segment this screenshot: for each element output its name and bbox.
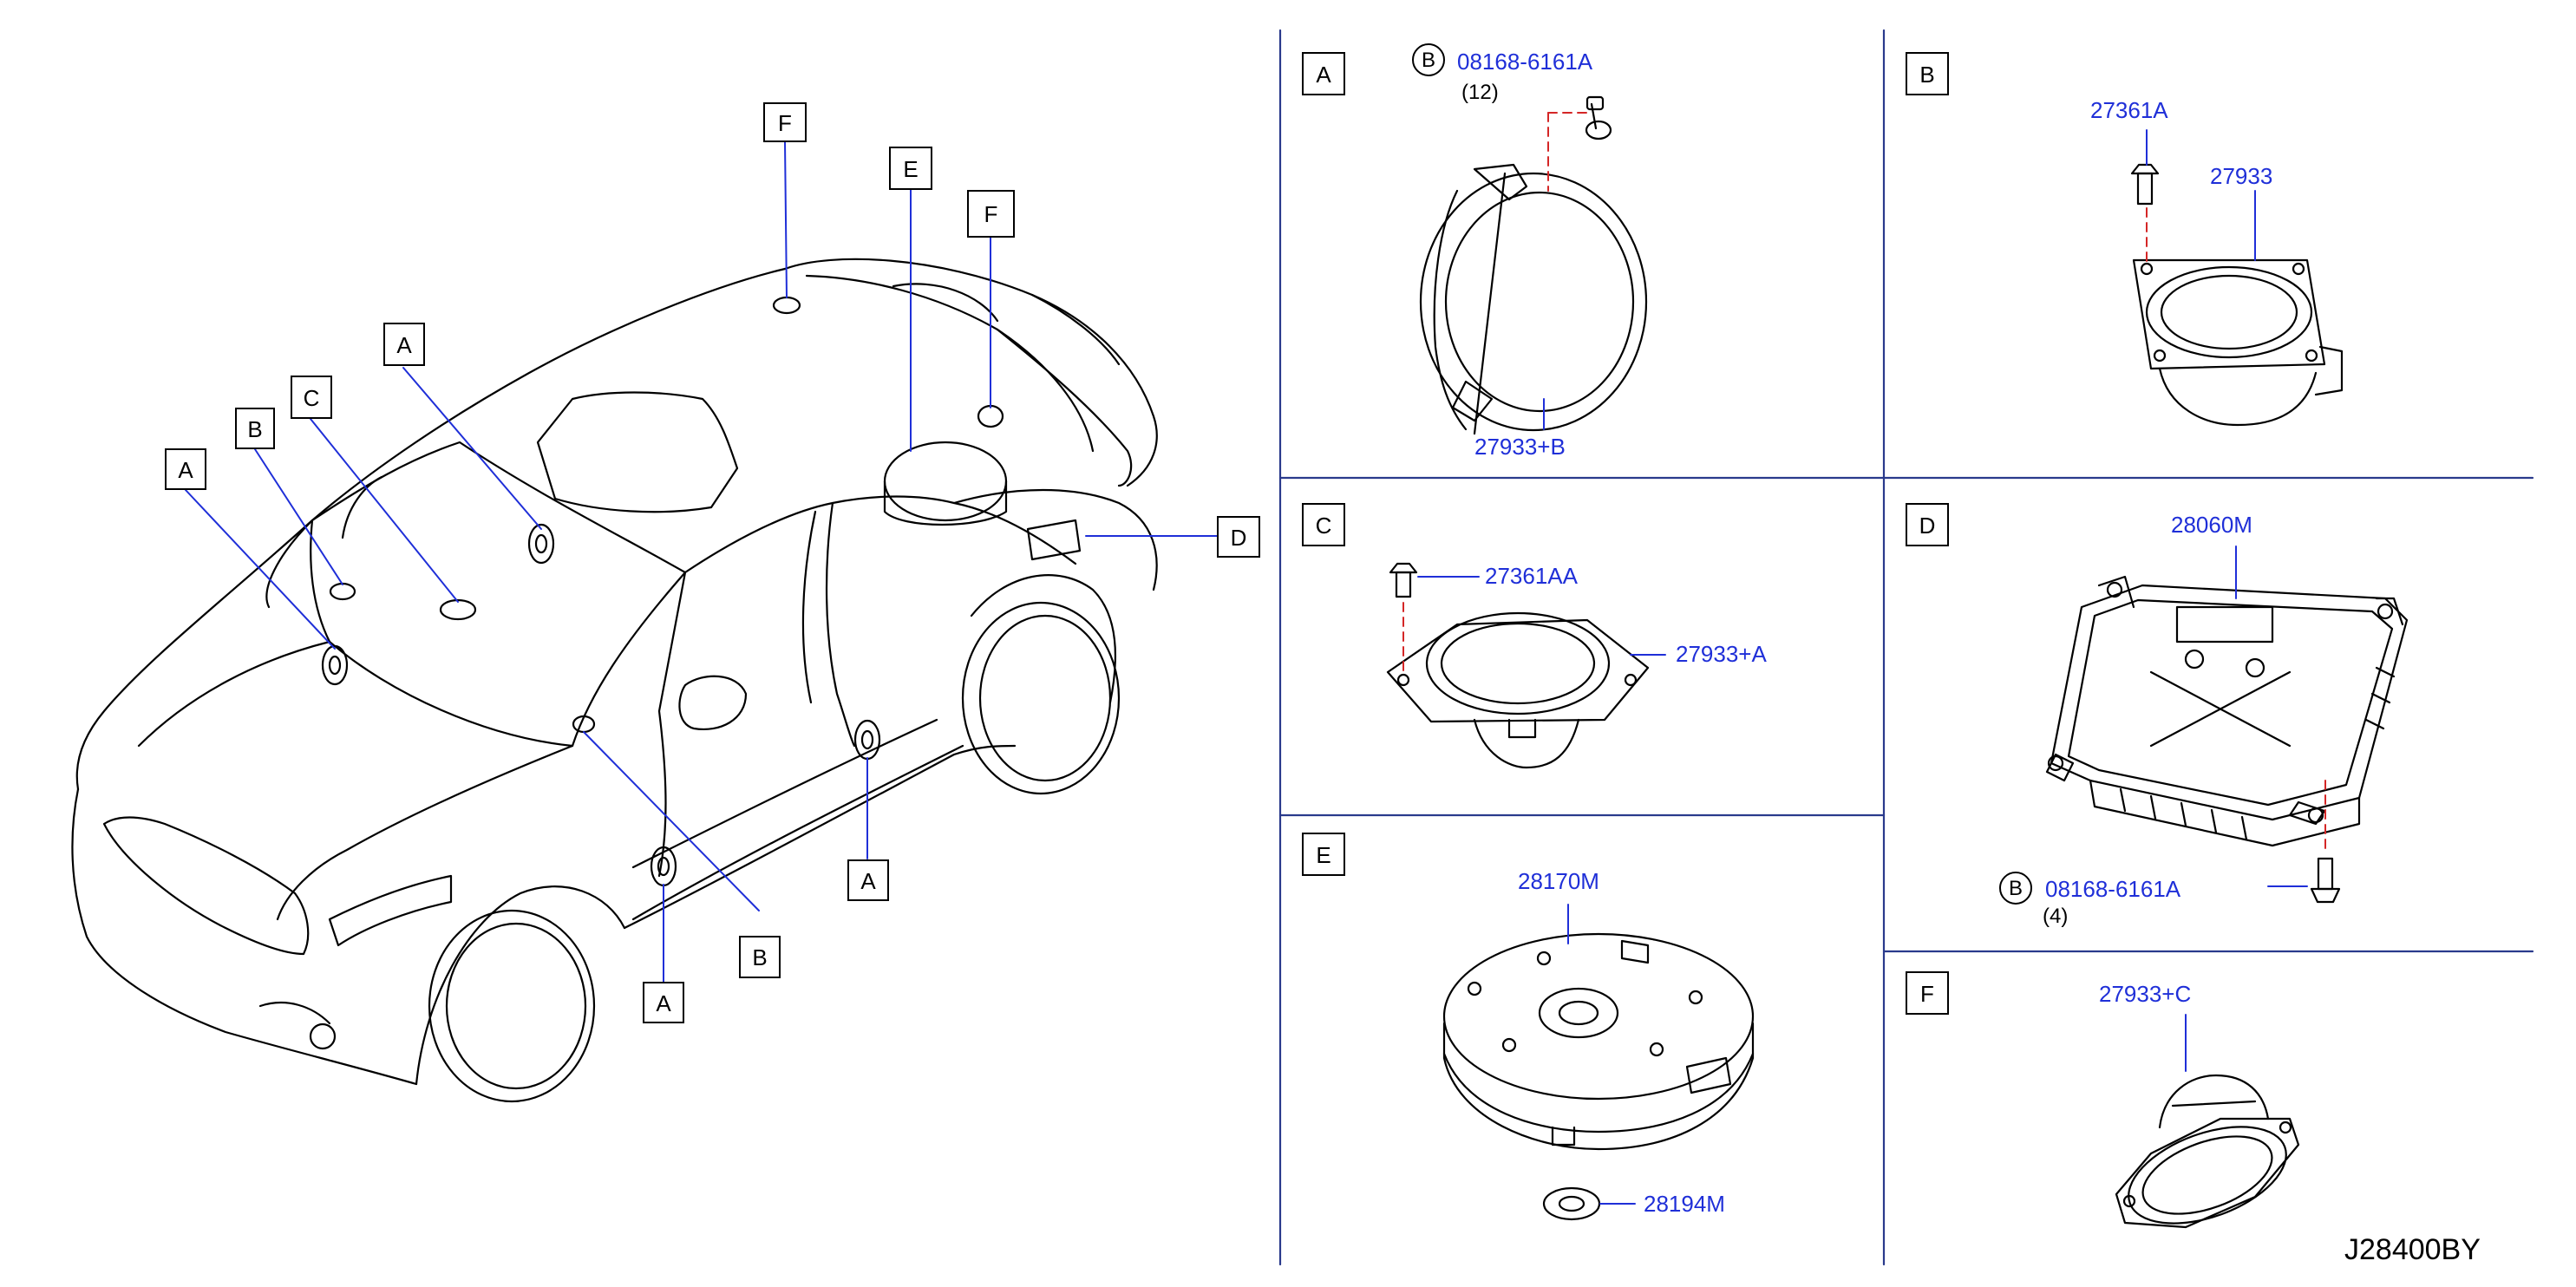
panel-f-speaker-part-number: 27933+C bbox=[2099, 981, 2192, 1007]
panel-d-bolt-part-number: 08168-6161A bbox=[2045, 876, 2181, 902]
callout-car-a-2: A bbox=[165, 448, 206, 490]
callout-car-a-3: A bbox=[847, 859, 889, 901]
panel-d-bolt-quantity: (4) bbox=[2043, 905, 2069, 928]
car-leader-lines bbox=[185, 140, 1218, 983]
amplifier-d-drawing bbox=[2045, 575, 2409, 904]
panel-a-title: A bbox=[1302, 52, 1345, 95]
panel-d-title: D bbox=[1906, 503, 1949, 546]
panel-d-bolt-ref-circle: B bbox=[1999, 872, 2032, 905]
speaker-c-drawing bbox=[1386, 562, 1650, 769]
panel-c-screw-part-number: 27361AA bbox=[1485, 563, 1578, 589]
panel-b-speaker-part-number: 27933 bbox=[2210, 163, 2273, 189]
panel-b-screw-part-number: 27361A bbox=[2090, 97, 2168, 123]
callout-car-e: E bbox=[889, 147, 932, 190]
panel-e-spacer-part-number: 28194M bbox=[1644, 1191, 1725, 1217]
panel-e-leaders bbox=[1567, 904, 1636, 1205]
callout-car-a-1: A bbox=[383, 323, 425, 366]
callout-car-b-2: B bbox=[739, 936, 781, 978]
callout-car-c: C bbox=[291, 376, 332, 419]
subwoofer-e-drawing bbox=[1442, 932, 1755, 1221]
panel-e-title: E bbox=[1302, 833, 1345, 876]
panel-f-title: F bbox=[1906, 971, 1949, 1015]
panel-c-leaders bbox=[1417, 576, 1666, 656]
fastener-path-a bbox=[1547, 112, 1588, 192]
panel-e-woofer-part-number: 28170M bbox=[1518, 868, 1599, 894]
speaker-a-drawing bbox=[1419, 95, 1648, 435]
panel-grid bbox=[1278, 29, 2534, 1266]
panel-c-speaker-part-number: 27933+A bbox=[1676, 641, 1767, 667]
panel-b-title: B bbox=[1906, 52, 1949, 95]
car-illustration bbox=[71, 258, 1158, 1103]
panel-a-bolt-ref-circle: B bbox=[1412, 43, 1445, 76]
panel-a-bolt-quantity: (12) bbox=[1461, 81, 1499, 104]
panel-d-leaders bbox=[2235, 546, 2308, 887]
panel-a-speaker-part-number: 27933+B bbox=[1474, 434, 1566, 460]
panel-c-title: C bbox=[1302, 503, 1345, 546]
figure-reference-code: J28400BY bbox=[2344, 1233, 2481, 1266]
callout-car-d: D bbox=[1217, 516, 1260, 558]
speaker-f-drawing bbox=[2115, 1074, 2300, 1229]
callout-car-f-2: F bbox=[967, 190, 1015, 238]
panel-a-bolt-part-number: 08168-6161A bbox=[1457, 49, 1593, 75]
callout-car-b-1: B bbox=[235, 408, 275, 449]
speaker-b-drawing bbox=[2130, 163, 2344, 427]
panel-b-leaders bbox=[2146, 129, 2256, 261]
callout-car-a-4: A bbox=[643, 982, 684, 1023]
panel-d-amplifier-part-number: 28060M bbox=[2171, 512, 2252, 538]
callout-car-f-1: F bbox=[763, 102, 807, 142]
